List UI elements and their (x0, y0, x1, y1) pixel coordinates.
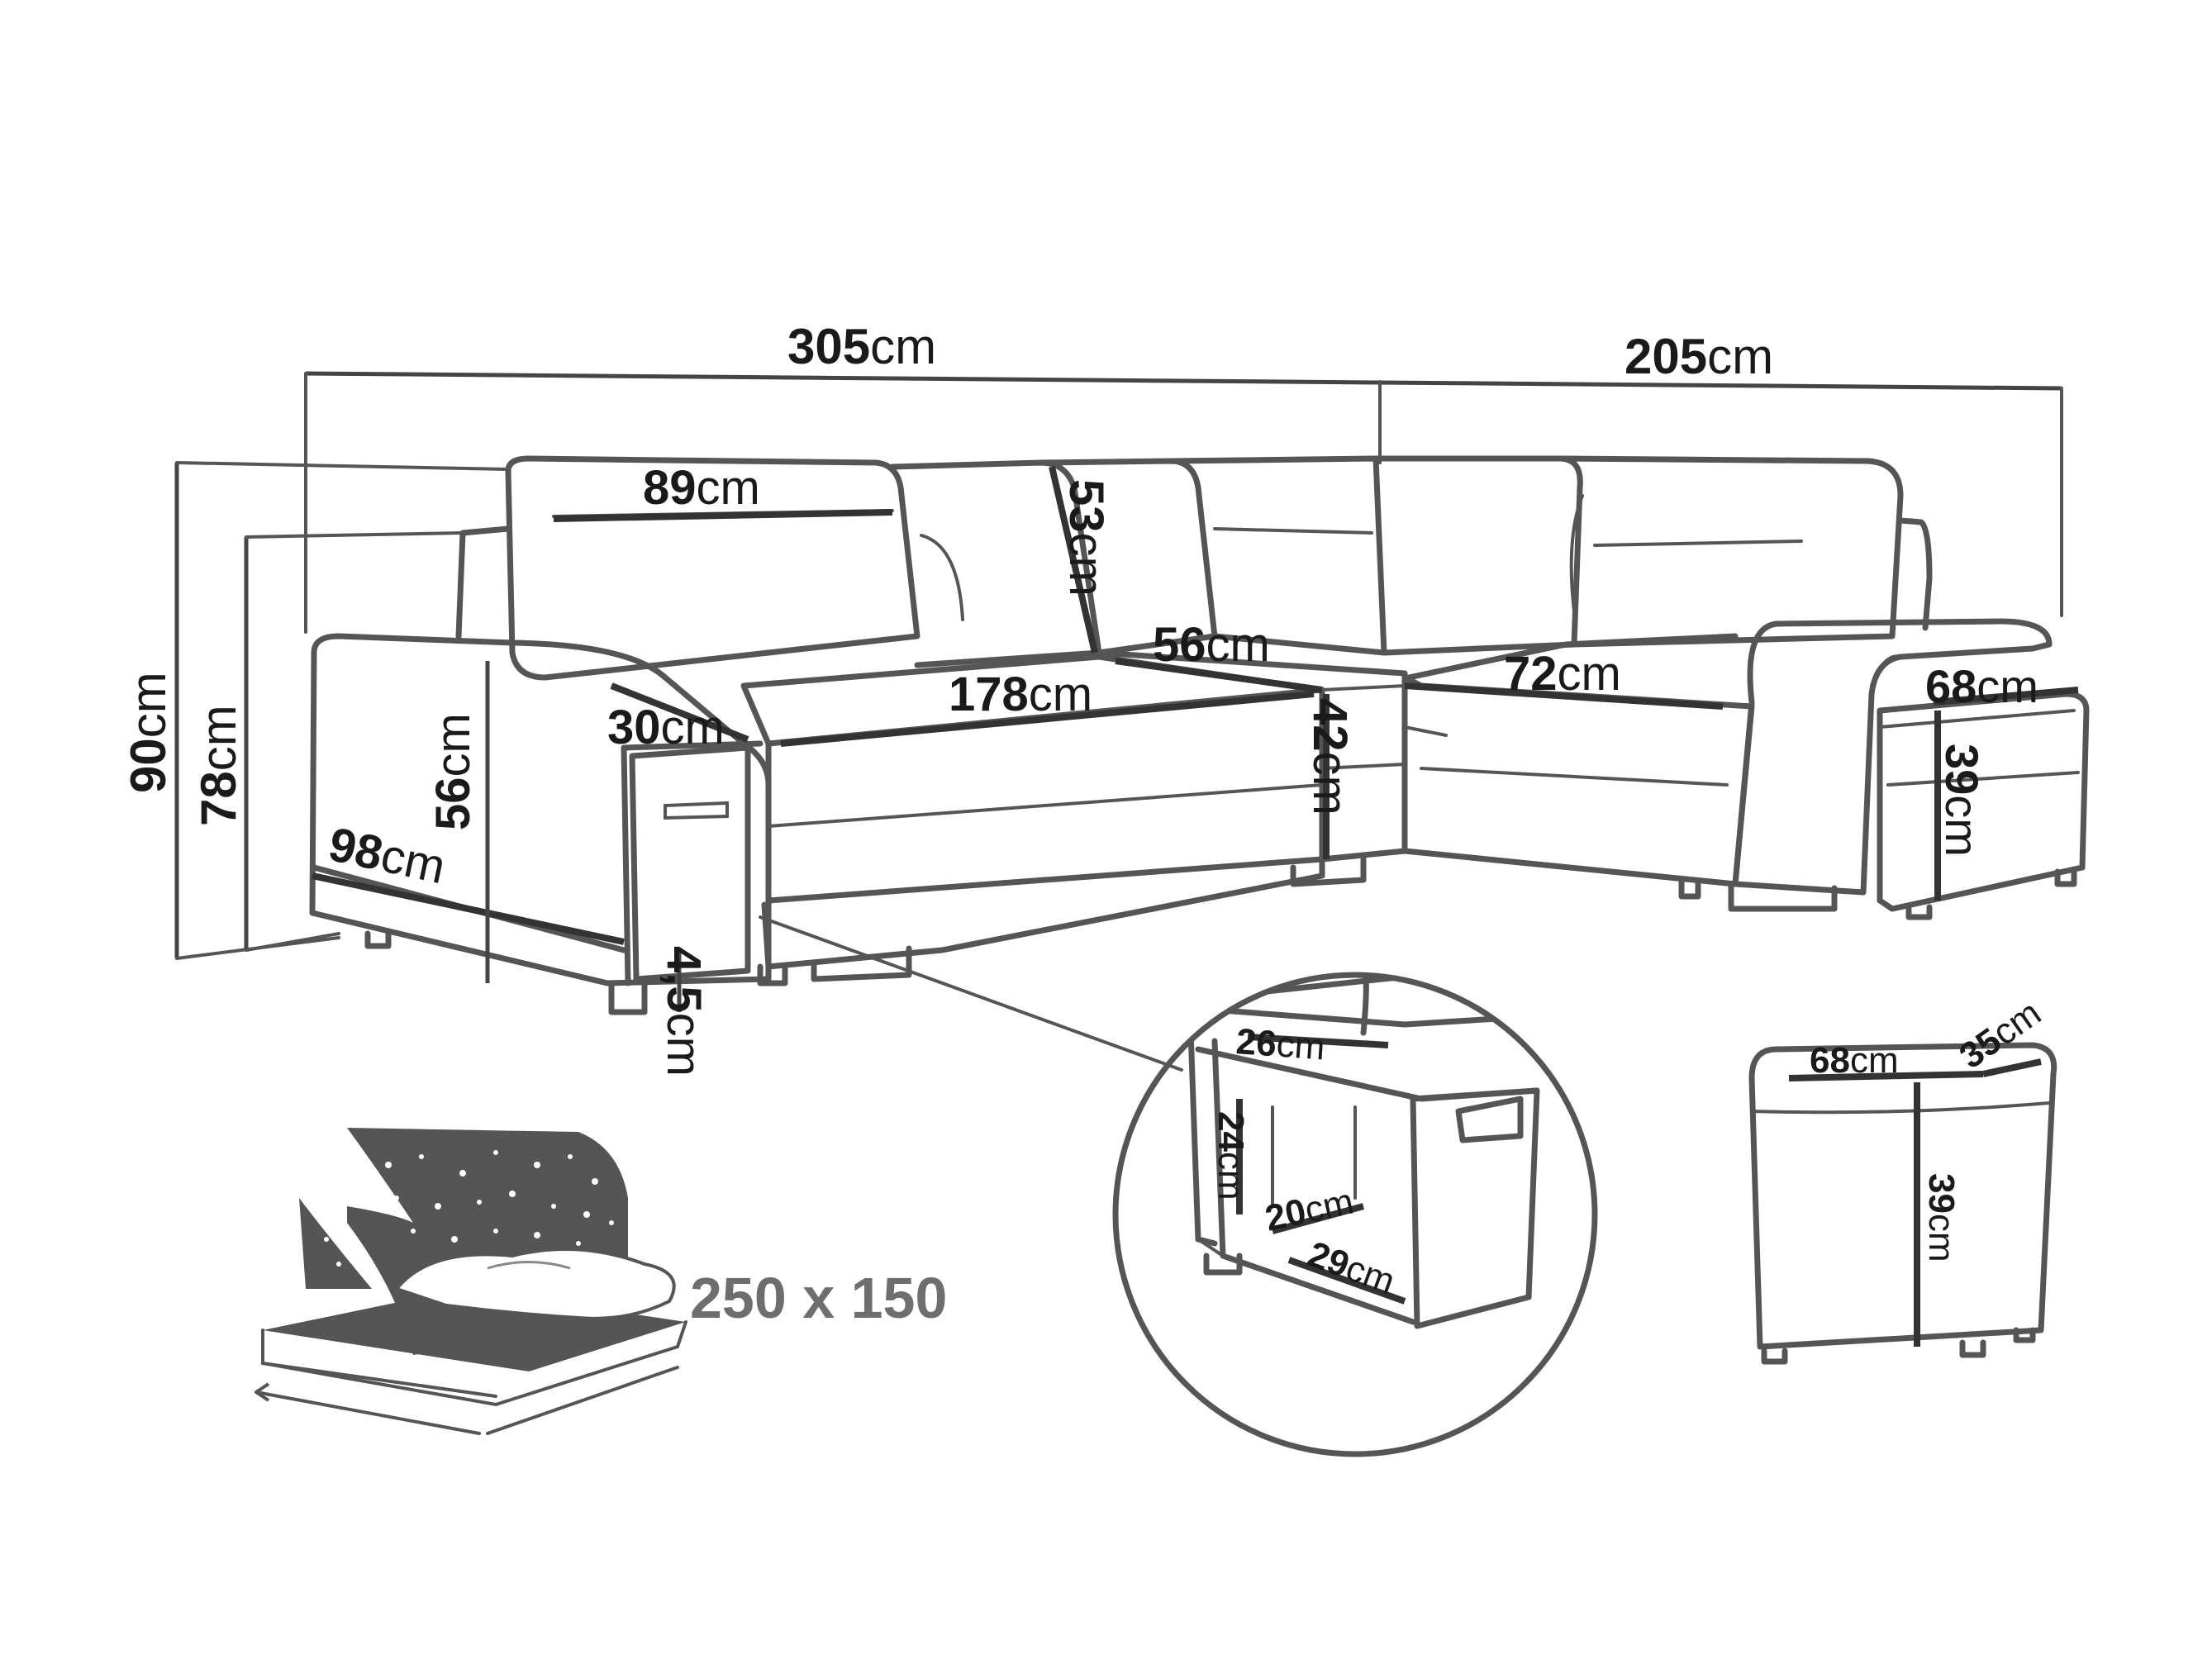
pouf (1748, 1042, 2057, 1365)
drawer-height-label: 24cm (1211, 1111, 1251, 1200)
corner-depth-label: 56cm (1153, 618, 1270, 672)
side-seat-width-label: 72cm (1504, 647, 1621, 701)
seat-height-label: 42cm (1303, 698, 1357, 815)
total-width-label: 305cm (787, 319, 936, 374)
leg-height-label: 4,5cm (657, 946, 711, 1077)
dimension-guides (174, 371, 2063, 960)
bed-icon (254, 1128, 687, 1435)
armrest-width-label: 30cm (607, 701, 725, 754)
drawer-depth-label: 29cm (1303, 1234, 1401, 1302)
pouf-height-label: 39cm (1921, 1173, 1962, 1262)
pouf-width-label: 68cm (1810, 1040, 1899, 1081)
drawer-inner-label: 20cm (1262, 1181, 1357, 1238)
arm-height-label: 56cm (426, 713, 480, 830)
drawer-width-label: 26cm (1234, 1021, 1326, 1067)
labels: 305cm 205cm 89cm 53cm 56cm 72cm 178cm 30… (121, 319, 2048, 1330)
ottoman-height-label: 39cm (1936, 744, 1988, 857)
depth-label: 98cm (324, 817, 450, 894)
seat-width-label: 178cm (949, 668, 1092, 721)
back-height-label: 78cm (191, 705, 246, 826)
stars-pattern (324, 1150, 614, 1267)
ottoman-width-label: 68cm (1925, 660, 2038, 712)
backrest-height-label: 53cm (1059, 479, 1113, 597)
side-width-label: 205cm (1625, 329, 1773, 384)
sofa-dimension-lines (312, 466, 2079, 1072)
bed-size-label: 250 x 150 (690, 1266, 947, 1330)
total-height-label: 90cm (121, 672, 176, 793)
drawer-detail (1112, 972, 1598, 1457)
backrest-width-label: 89cm (643, 461, 760, 515)
